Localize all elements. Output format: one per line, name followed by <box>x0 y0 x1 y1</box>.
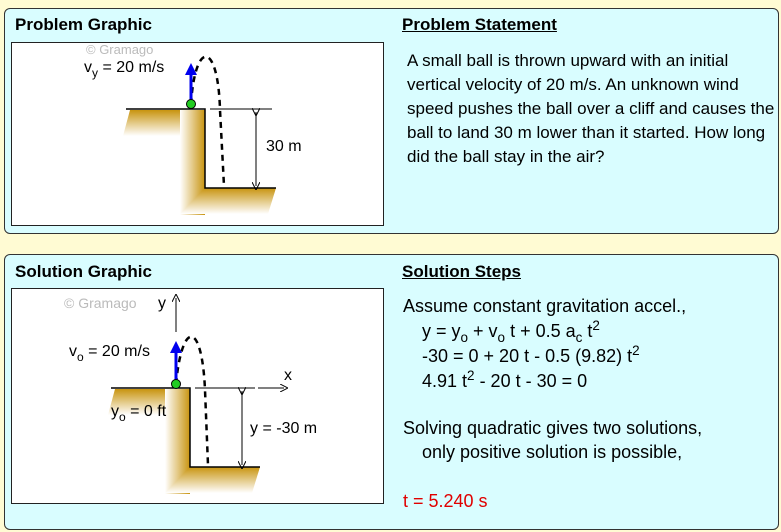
ball <box>186 99 196 109</box>
problem-statement: A small ball is thrown upward with an in… <box>407 51 775 166</box>
answer: t = 5.240 s <box>403 491 488 511</box>
watermark: © Gramago <box>86 42 154 57</box>
y-axis-label: y <box>158 295 166 312</box>
problem-statement-title: Problem Statement <box>402 15 557 34</box>
problem-cliff <box>123 55 276 215</box>
x-axis-label: x <box>284 367 292 384</box>
equation-2: -30 = 0 + 20 t - 0.5 (9.82) t2 <box>422 343 640 366</box>
watermark: © Gramago <box>64 295 137 311</box>
dy-label: y = -30 m <box>250 420 318 437</box>
vo-label: vo = 20 m/s <box>69 343 150 364</box>
ball <box>171 379 181 389</box>
trajectory <box>189 55 226 187</box>
equation-3: 4.91 t2 - 20 t - 30 = 0 <box>422 368 588 391</box>
step-positive: only positive solution is possible, <box>422 442 683 462</box>
solution-graphic-title: Solution Graphic <box>15 262 152 281</box>
height-label: 30 m <box>266 138 302 155</box>
step-assumption: Assume constant gravitation accel., <box>403 296 687 316</box>
equation-1: y = yo + vo t + 0.5 ac t2 <box>422 318 600 345</box>
solution-steps-title: Solution Steps <box>402 262 521 281</box>
problem-graphic-title: Problem Graphic <box>15 15 152 34</box>
vy-label: vy = 20 m/s <box>84 59 165 80</box>
yo-label: yo = 0 ft <box>111 403 167 424</box>
step-quadratic: Solving quadratic gives two solutions, <box>403 418 703 438</box>
solution-cliff <box>108 298 284 494</box>
